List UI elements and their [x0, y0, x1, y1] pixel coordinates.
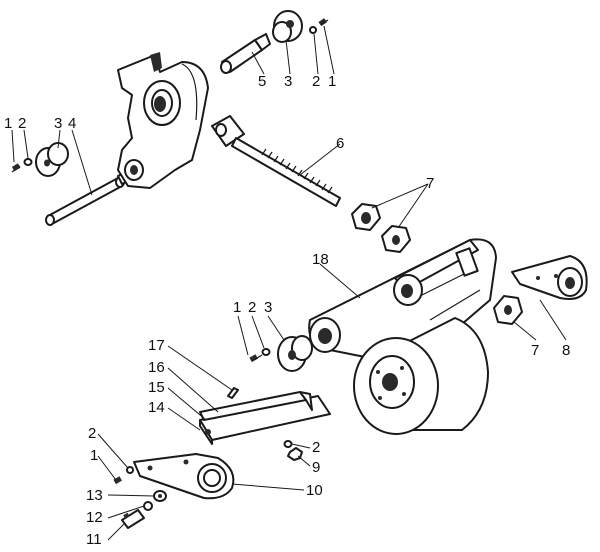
spring-washer-12	[143, 501, 153, 511]
callout-1-top: 1	[328, 73, 336, 90]
callout-3-top: 3	[284, 73, 292, 90]
arm-10	[133, 453, 235, 500]
callout-15: 15	[148, 379, 165, 396]
bushing-3-top	[272, 10, 303, 43]
callout-9: 9	[312, 459, 320, 476]
hex-nut-7-a	[351, 203, 381, 231]
callout-2-bottom-left: 2	[88, 425, 96, 442]
callout-12: 12	[86, 509, 103, 526]
callout-17: 17	[148, 337, 165, 354]
callout-5: 5	[258, 73, 266, 90]
washer-13	[153, 490, 167, 502]
callout-16: 16	[148, 359, 165, 376]
screw-1-bottom-left	[113, 476, 122, 485]
hex-nut-7-b	[381, 225, 411, 253]
callout-6: 6	[336, 135, 344, 152]
callout-2-top-left: 2	[18, 115, 26, 132]
callout-18: 18	[312, 251, 329, 268]
lock-washer-2-middle	[261, 348, 271, 356]
bolt-11	[121, 509, 145, 529]
screw-1-middle	[249, 354, 263, 363]
callout-4: 4	[68, 115, 76, 132]
callout-13: 13	[86, 487, 103, 504]
screw-1-top	[318, 18, 329, 27]
pin-4	[45, 169, 135, 226]
callout-7-top: 7	[426, 175, 434, 192]
drive-roller	[353, 317, 489, 435]
callout-2-rail: 2	[312, 439, 320, 456]
lock-washer-2-top	[309, 26, 317, 34]
callout-3-middle: 3	[264, 299, 272, 316]
callout-3-top-left: 3	[54, 115, 62, 132]
callout-11: 11	[86, 531, 102, 548]
bushing-3-middle	[277, 335, 313, 372]
callout-1-middle: 1	[233, 299, 241, 316]
pin-5	[220, 33, 271, 74]
lock-washer-2-top-left	[23, 158, 33, 166]
callout-8: 8	[562, 342, 570, 359]
lock-washer-2-bottom-left	[126, 466, 134, 474]
pin-17	[227, 387, 239, 399]
callout-10: 10	[306, 482, 323, 499]
callout-1-top-left: 1	[4, 115, 12, 132]
screw-1-top-left	[11, 163, 21, 173]
callout-2-top: 2	[312, 73, 320, 90]
mounting-bracket	[117, 52, 209, 189]
callout-7-right: 7	[531, 342, 539, 359]
callout-14: 14	[148, 399, 165, 416]
callout-numbers: 1 2 3 4 5 3 2 1 6 7 18 1 2 3 7 8 17 16 1…	[4, 73, 570, 548]
callout-2-middle: 2	[248, 299, 256, 316]
leader-lines	[11, 25, 567, 541]
side-plate-8	[511, 255, 588, 300]
bushing-3-top-left	[35, 142, 69, 177]
tension-screw-6	[211, 115, 341, 207]
lock-washer-2-rail	[283, 440, 293, 448]
hex-nut-7-c	[493, 295, 523, 325]
callout-1-bottom-left: 1	[90, 447, 98, 464]
